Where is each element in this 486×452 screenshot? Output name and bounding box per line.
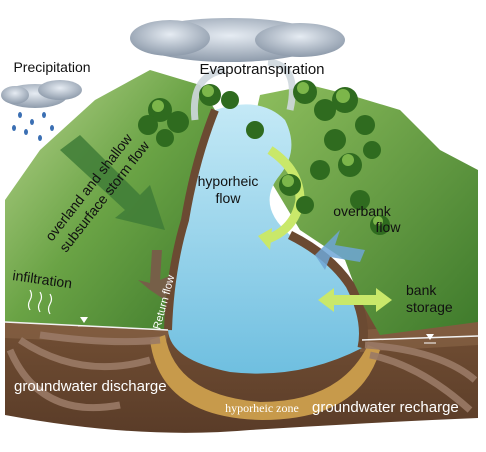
label-overbank-flow-line1: overbank — [333, 203, 392, 219]
river-bank-right — [287, 230, 368, 349]
water-table-right — [361, 335, 479, 341]
return-flow-arrow — [138, 250, 172, 300]
water-table-marker-left — [78, 317, 90, 327]
hyporheic-zone-band — [150, 335, 380, 420]
label-groundwater-discharge: groundwater discharge — [14, 378, 167, 395]
evapotranspiration-arrows — [190, 58, 296, 121]
label-hyporheic-flow-line2: flow — [216, 190, 242, 206]
label-hyporheic-flow-line1: hyporheic — [198, 173, 259, 189]
groundwater-discharge-arrows — [6, 331, 161, 412]
groundwater-recharge-arrows — [364, 341, 478, 413]
evapotranspiration-cloud — [130, 18, 345, 62]
label-bank-storage-line1: bank — [406, 282, 437, 298]
infiltration-arrows — [27, 289, 53, 315]
precipitation-cloud — [1, 80, 82, 108]
storm-flow-arrow — [60, 135, 165, 230]
label-precipitation: Precipitation — [13, 59, 90, 75]
bank-storage-arrow — [318, 288, 392, 312]
water-table-marker-right — [424, 334, 436, 344]
trees — [138, 80, 390, 235]
label-groundwater-recharge: groundwater recharge — [312, 399, 459, 416]
label-bank-storage-line2: storage — [406, 299, 453, 315]
rain-drops — [12, 112, 54, 141]
label-overbank-flow-line2: flow — [376, 219, 402, 235]
overbank-flow-arrow — [315, 230, 365, 270]
river-bank-left — [164, 108, 219, 331]
right-hillside — [250, 85, 478, 335]
label-hyporheic-zone: hyporheic zone — [225, 401, 299, 415]
label-evapotranspiration: Evapotranspiration — [199, 61, 324, 78]
